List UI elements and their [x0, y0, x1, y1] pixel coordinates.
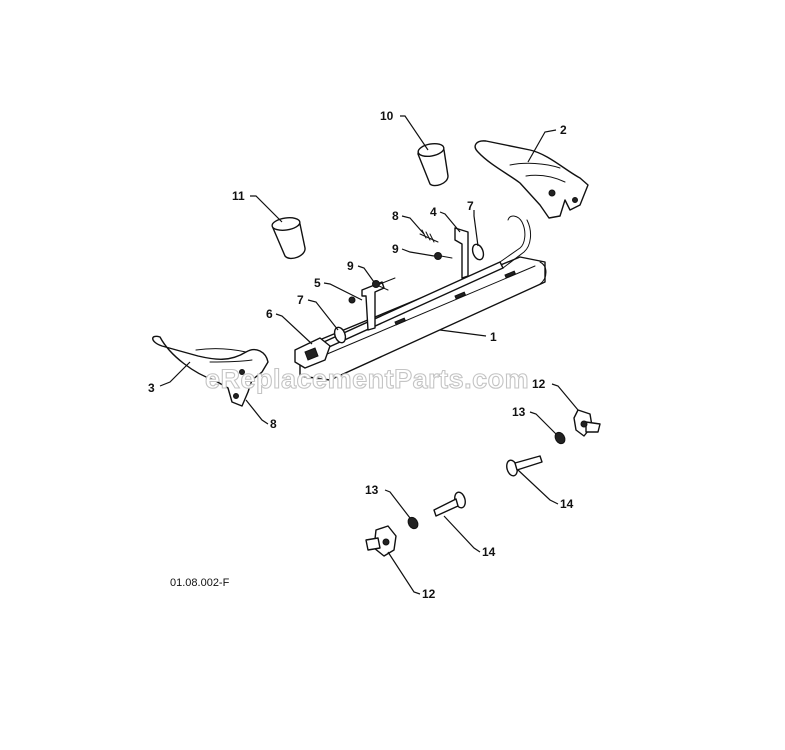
drawing-code: 01.08.002-F — [170, 577, 230, 589]
part-10-knob — [417, 142, 449, 187]
leader-13a — [529, 411, 557, 435]
callout-7-left: 7 — [297, 293, 304, 307]
callout-6: 6 — [266, 307, 273, 321]
leader-lines — [159, 115, 579, 595]
callout-9-left: 9 — [347, 259, 354, 273]
callout-2: 2 — [560, 123, 567, 137]
leader-7a — [307, 299, 339, 331]
callout-7-right: 7 — [467, 199, 474, 213]
callout-4: 4 — [430, 205, 437, 219]
part-3-lever-left — [152, 335, 269, 407]
part-13-nut-right — [554, 431, 566, 445]
callout-13-right: 13 — [512, 405, 526, 419]
part-6-bracket — [294, 337, 331, 369]
leader-9b — [357, 265, 375, 283]
part-11-knob — [271, 217, 306, 260]
leader-8b — [245, 399, 269, 425]
leader-4 — [439, 211, 461, 233]
callout-8-lower: 8 — [270, 417, 277, 431]
leader-8a — [401, 215, 425, 235]
leader-11 — [250, 195, 283, 223]
callouts: 1 2 3 4 5 6 7 7 8 8 9 9 10 11 12 12 13 1… — [148, 109, 574, 601]
leader-3 — [159, 361, 191, 387]
callout-10: 10 — [380, 109, 394, 123]
leader-2 — [527, 129, 557, 163]
part-7-washer-right — [471, 243, 485, 261]
part-12-wing-knob-right — [573, 409, 601, 437]
leader-14a — [517, 469, 559, 505]
part-1-mounting-bracket — [299, 256, 547, 381]
part-9-bolt-upper — [434, 252, 453, 260]
callout-1: 1 — [490, 330, 497, 344]
callout-14-left: 14 — [482, 545, 496, 559]
part-4-plate — [454, 227, 469, 279]
callout-13-left: 13 — [365, 483, 379, 497]
part-9-bolt-left — [372, 280, 389, 291]
part-12-wing-knob-left — [365, 525, 397, 557]
callout-3: 3 — [148, 381, 155, 395]
part-13-nut-left — [407, 516, 419, 530]
callout-11: 11 — [232, 189, 245, 203]
part-14-bolt-left — [433, 491, 466, 517]
leader-14b — [443, 515, 481, 553]
leader-9a — [401, 248, 435, 257]
leader-12b — [387, 551, 421, 595]
callout-12-right: 12 — [532, 377, 546, 391]
part-5-plate — [361, 277, 396, 331]
leader-13b — [384, 489, 411, 519]
leader-5 — [323, 282, 363, 301]
part-9-bolt-small — [348, 296, 356, 304]
part-2-lever-right — [474, 140, 589, 219]
callout-12-left: 12 — [422, 587, 436, 601]
callout-14-right: 14 — [560, 497, 574, 511]
leader-6 — [275, 313, 313, 345]
watermark-text: eReplacementParts.com — [205, 364, 529, 394]
part-7-washer-left — [333, 326, 347, 344]
part-14-bolt-right — [506, 455, 543, 477]
leader-12a — [551, 383, 579, 411]
callout-9-upper: 9 — [392, 242, 399, 256]
callout-5: 5 — [314, 276, 321, 290]
leader-7b — [473, 210, 479, 247]
leader-1 — [439, 329, 487, 337]
callout-8-upper: 8 — [392, 209, 399, 223]
leader-10 — [400, 115, 429, 151]
